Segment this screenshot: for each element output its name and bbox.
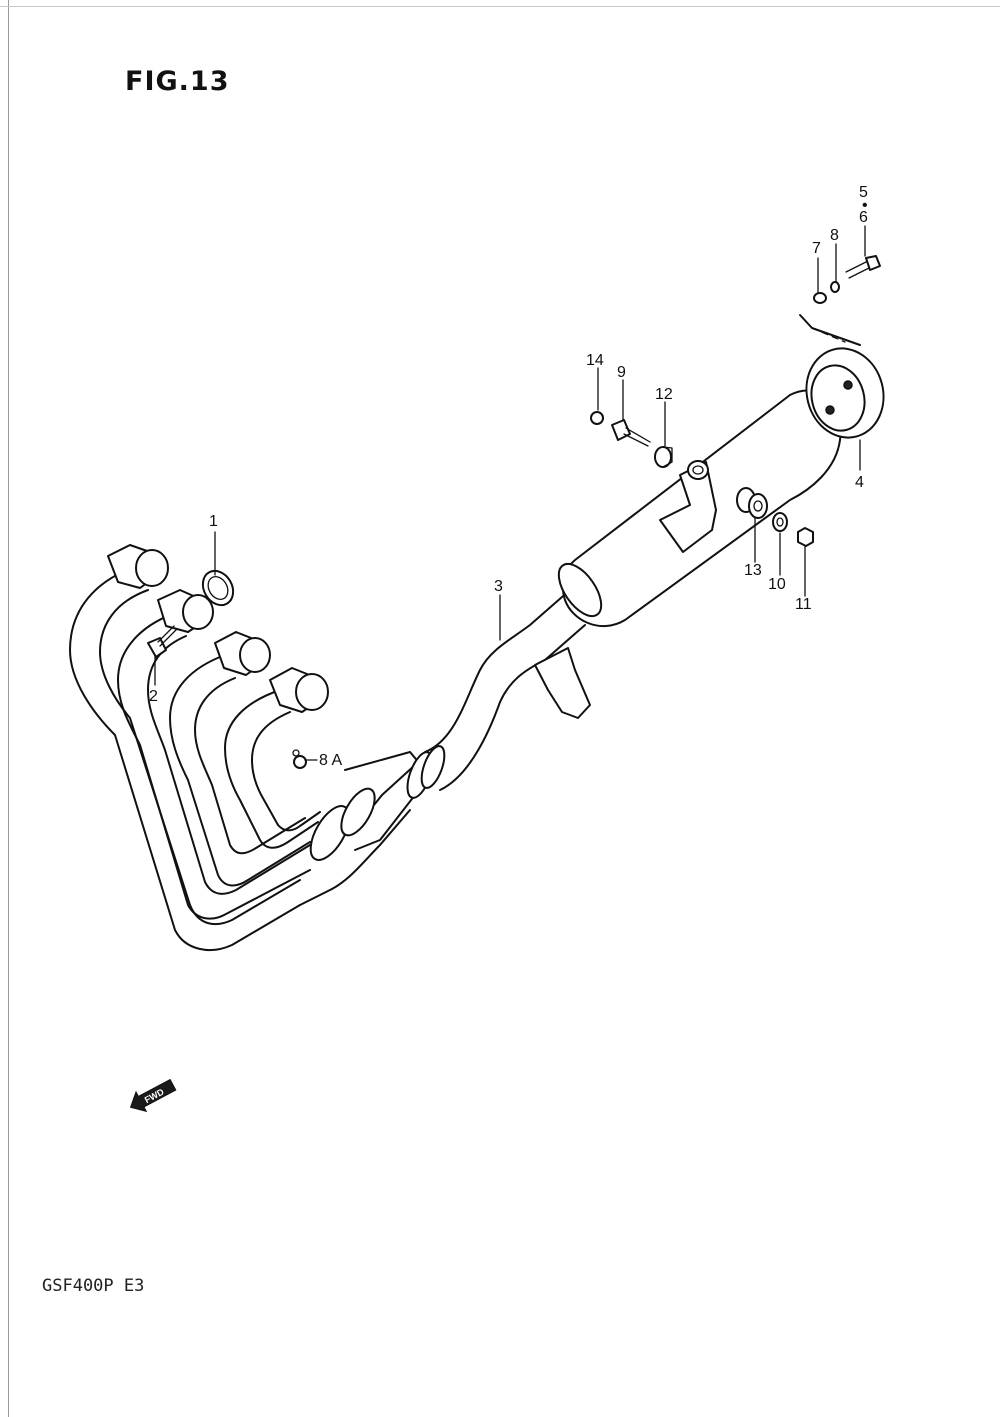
callout-6: 6 bbox=[859, 209, 868, 226]
callout-13: 13 bbox=[744, 562, 762, 579]
callout-8: 8 bbox=[830, 227, 839, 244]
nut-11 bbox=[797, 527, 814, 547]
leader-lines bbox=[154, 225, 866, 761]
callout-1: 1 bbox=[209, 513, 218, 530]
muffler-end-cap bbox=[799, 314, 885, 439]
nut-14 bbox=[590, 411, 604, 425]
callout-7: 7 bbox=[812, 240, 821, 257]
callout-4: 4 bbox=[855, 474, 864, 491]
callout-14: 14 bbox=[586, 352, 604, 369]
exhaust-header-pipes bbox=[69, 544, 446, 951]
washer-10 bbox=[772, 512, 788, 532]
exhaust-mid-pipe bbox=[424, 589, 591, 791]
nut-8a bbox=[292, 749, 307, 769]
washer-7 bbox=[813, 292, 827, 304]
fwd-direction-arrow: FWD bbox=[129, 1078, 177, 1113]
figure-title: FIG.13 bbox=[125, 66, 230, 97]
bolt-5-6 bbox=[845, 255, 881, 279]
model-code: GSF400P E3 bbox=[42, 1276, 145, 1296]
callout-12: 12 bbox=[655, 386, 673, 403]
gasket-1 bbox=[201, 569, 235, 607]
callout-2: 2 bbox=[149, 688, 158, 705]
callout-11: 11 bbox=[795, 596, 812, 613]
callout-9: 9 bbox=[617, 364, 626, 381]
bolt-9 bbox=[611, 419, 651, 447]
muffler-body bbox=[557, 389, 842, 628]
callout-labels: 1 2 3 4 5 • 6 7 8 8 A 9 10 11 12 13 14 bbox=[149, 184, 868, 769]
callout-5: 5 bbox=[859, 184, 868, 201]
cushion-13 bbox=[736, 487, 768, 519]
scan-left-edge bbox=[8, 0, 9, 1417]
callout-8a: 8 A bbox=[319, 752, 342, 769]
callout-3: 3 bbox=[494, 578, 503, 595]
callout-5-6-separator: • bbox=[862, 197, 868, 214]
bolt-2 bbox=[147, 625, 177, 658]
scan-top-edge bbox=[0, 6, 1000, 7]
callout-10: 10 bbox=[768, 576, 786, 593]
washer-8 bbox=[830, 281, 840, 293]
collar-12 bbox=[654, 446, 673, 468]
